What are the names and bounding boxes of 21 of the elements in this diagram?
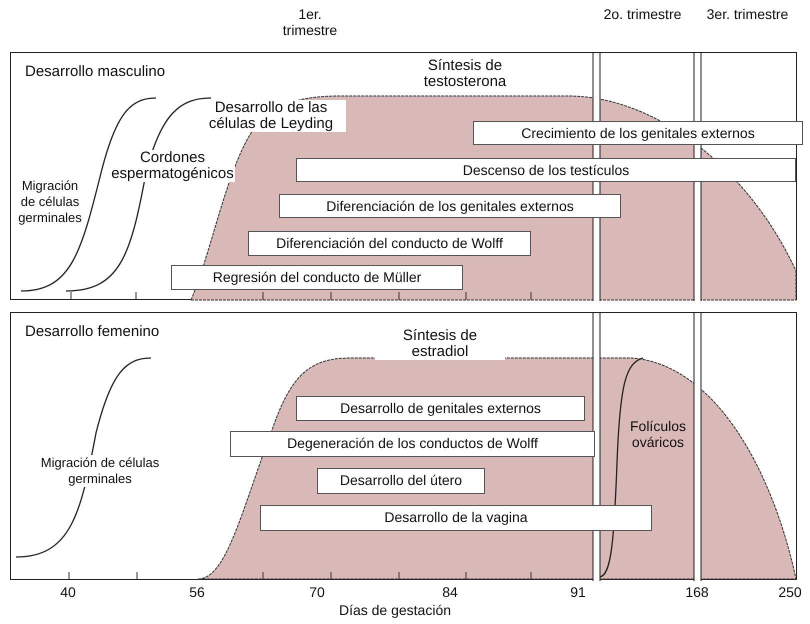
trimester-label: 3er. trimestre bbox=[705, 6, 790, 22]
axis-tick-label: 250 bbox=[777, 584, 803, 600]
event-bar: Desarrollo de genitales externos bbox=[296, 396, 585, 421]
event-bar: Diferenciación del conducto de Wolff bbox=[248, 231, 531, 256]
axis-tick-label: 84 bbox=[441, 584, 459, 600]
event-bar: Desarrollo del útero bbox=[317, 468, 485, 494]
axis-tick-label: 168 bbox=[684, 584, 710, 600]
axis-tick-label: 91 bbox=[569, 584, 587, 600]
axis-title: Días de gestación bbox=[338, 602, 452, 618]
panel-heading: Desarrollo femenino bbox=[25, 323, 160, 340]
trimester-label: 2o. trimestre bbox=[602, 6, 682, 22]
axis-tick-label: 56 bbox=[188, 584, 206, 600]
event-bar: Regresión del conducto de Müller bbox=[171, 265, 463, 290]
timeline-panel bbox=[10, 312, 797, 580]
curve-label: Desarrollo de las células de Leyding bbox=[196, 100, 346, 132]
curve-label: Cordones espermatogénicos bbox=[110, 150, 235, 182]
panel-heading: Desarrollo masculino bbox=[25, 63, 166, 80]
curve-label: Folículos ováricos bbox=[628, 418, 688, 450]
axis-tick-label: 70 bbox=[308, 584, 326, 600]
axis-tick-label: 40 bbox=[59, 584, 77, 600]
curve-label: Síntesis de estradiol bbox=[375, 328, 505, 360]
